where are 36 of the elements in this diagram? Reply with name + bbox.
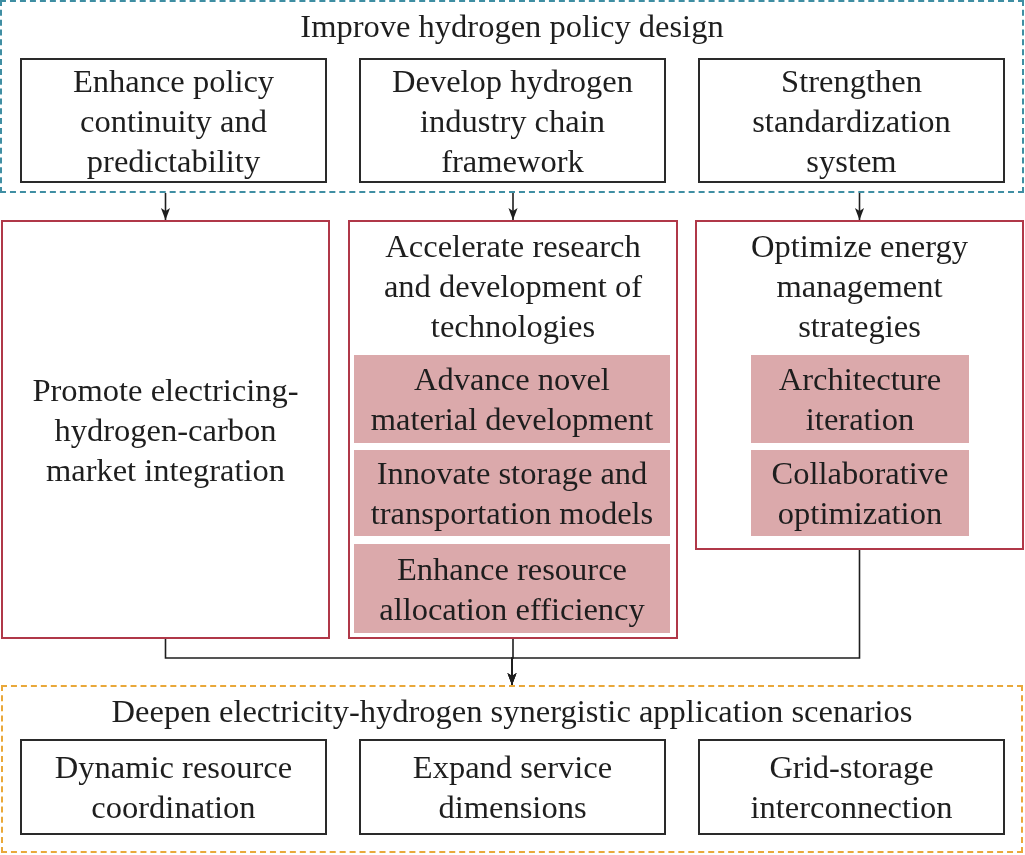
arrow — [160, 192, 171, 221]
box-text: Innovate storage and transportation models — [369, 454, 655, 533]
outlined-box — [20, 58, 327, 183]
outlined-panel — [695, 220, 1024, 550]
frame-title: Improve hydrogen policy design — [299, 7, 725, 46]
outlined-box — [698, 58, 1005, 183]
box-text: Collaborative optimization — [770, 454, 950, 533]
panel-heading: Optimize energy management strategies — [750, 227, 969, 346]
box-text: Strengthen standardization system — [751, 61, 952, 181]
frame-title: Deepen electricity-hydrogen synergistic application scenarios — [110, 692, 914, 731]
box-text: Advance novel material development — [369, 360, 655, 439]
box-text: Enhance policy continuity and predictability — [71, 61, 276, 181]
shaded-box — [751, 355, 969, 443]
box-text: Expand service dimensions — [411, 748, 614, 827]
box-text: Architecture iteration — [777, 360, 943, 439]
outlined-panel — [348, 220, 678, 639]
box-text: Develop hydrogen industry chain framework — [391, 61, 634, 181]
box-text: Grid-storage interconnection — [749, 748, 954, 827]
arrow — [508, 192, 518, 221]
dashed-frame — [0, 0, 1024, 193]
panel-heading: Accelerate research and development of technologies — [382, 227, 644, 346]
shaded-box — [354, 544, 670, 633]
outlined-box — [698, 739, 1005, 835]
box-text: Dynamic resource coordination — [53, 748, 294, 827]
shaded-box — [354, 355, 670, 443]
arrow — [507, 549, 861, 686]
box-text: Enhance resource allocation efficiency — [378, 549, 646, 629]
arrow — [854, 192, 865, 221]
shaded-box — [354, 450, 670, 536]
outlined-panel — [1, 220, 330, 639]
panel-text: Promote electricing-hydrogen-carbon market integration — [31, 370, 300, 490]
outlined-box — [359, 58, 666, 183]
shaded-box — [751, 450, 969, 536]
dashed-frame — [1, 685, 1023, 853]
outlined-box — [20, 739, 327, 835]
outlined-box — [359, 739, 666, 835]
